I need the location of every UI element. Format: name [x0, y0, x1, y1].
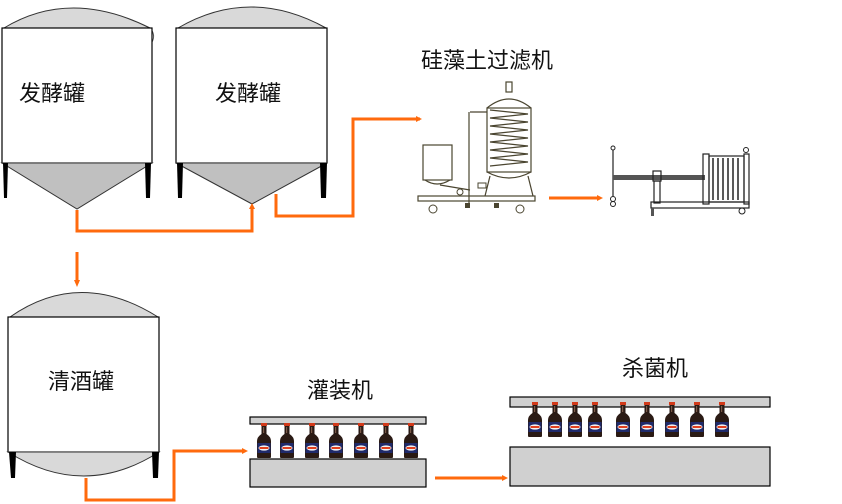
fermenter-tank-2: 发酵罐 [175, 6, 328, 205]
pasteurizer-label: 杀菌机 [622, 357, 688, 382]
beer-bottle [257, 423, 271, 458]
flow-lines [74, 116, 603, 502]
tank-dome [2, 7, 151, 29]
beer-bottle [305, 423, 319, 458]
fermenter-1-label: 发酵罐 [19, 82, 85, 107]
pasteurizer: 杀菌机 [509, 357, 771, 487]
beer-bottle [354, 423, 368, 458]
arrow-head [502, 475, 508, 481]
arrow-head [597, 195, 603, 201]
tank-leg [320, 163, 327, 198]
filling-machine: 灌装机 [249, 379, 427, 488]
tank-leg [177, 163, 183, 198]
beer-bottle [280, 423, 294, 458]
tank-leg [9, 452, 16, 478]
tank-leg [3, 163, 8, 198]
pasteurizer-base [509, 446, 771, 487]
arrow-head [242, 448, 248, 454]
arrow-head [416, 116, 422, 122]
tank-body [1, 27, 153, 164]
plate-filter-press [610, 145, 750, 216]
filler-bottles [257, 423, 418, 458]
filler-base [249, 458, 427, 488]
pasteurizer-top-rail [509, 396, 771, 408]
bright-tank-label: 清酒罐 [48, 370, 114, 395]
beer-bottle [329, 423, 343, 458]
diatomite-filter-label: 硅藻土过滤机 [421, 49, 553, 74]
flow-fermenter2-to-diatomite-filter [274, 117, 420, 218]
beer-bottle [379, 423, 393, 458]
tank-dome-bottom [6, 451, 161, 477]
diatomite-filter-machine: 硅藻土过滤机 [417, 49, 553, 214]
tank-cone [0, 162, 154, 210]
flow-fermenter1-to-fermenter2 [75, 206, 254, 233]
filler-label: 灌装机 [307, 379, 373, 404]
tank-leg [145, 163, 151, 198]
bright-beer-tank: 清酒罐 [6, 292, 161, 478]
tank-cone [175, 162, 328, 205]
tank-body [175, 27, 328, 164]
beer-bottle [404, 423, 418, 458]
filler-top-rail [249, 416, 427, 425]
flow-bright-tank-to-filler [84, 449, 245, 502]
arrow-head [249, 203, 255, 209]
tank-leg [152, 452, 159, 478]
tank-dome [8, 292, 160, 318]
fermenter-tank-1: 发酵罐 [0, 7, 155, 210]
fermenter-2-label: 发酵罐 [215, 82, 281, 107]
tank-dome [176, 6, 327, 29]
tank-body [7, 316, 160, 453]
arrow-head [74, 280, 80, 287]
